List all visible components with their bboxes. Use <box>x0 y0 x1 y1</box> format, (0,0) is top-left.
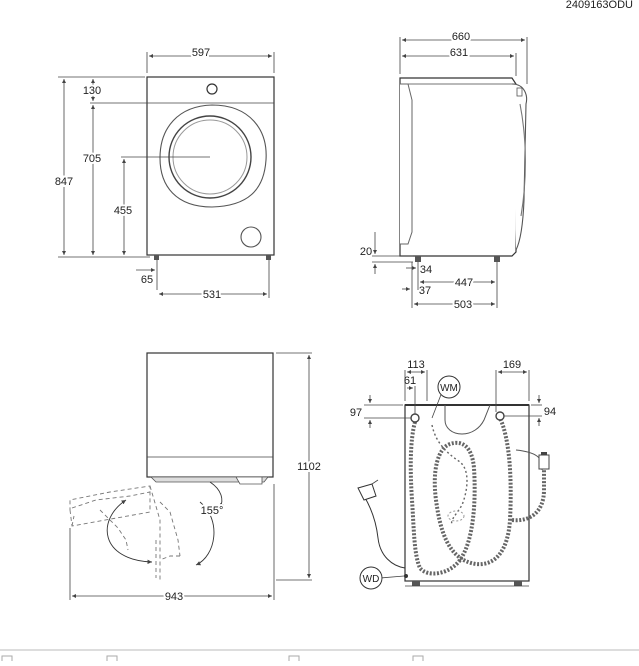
drawing-code: 2409163ODU <box>565 0 633 11</box>
dim-drum-height: 705 <box>83 153 101 165</box>
door-open-view: 155° 1102 943 <box>69 352 323 605</box>
bottom-strip <box>0 649 639 666</box>
power-cable <box>363 495 406 569</box>
side-view: 660 631 20 34 447 37 503 <box>360 29 528 313</box>
power-plug-icon <box>357 483 377 501</box>
dim-front-width: 597 <box>192 47 210 59</box>
filter-cap <box>240 226 262 248</box>
dim-inlet-offset: 113 <box>407 359 425 371</box>
dim-top-offset: 130 <box>83 85 101 97</box>
dim-total-height: 847 <box>55 176 73 188</box>
inlet-valve-icon <box>410 413 420 423</box>
side-foot-front <box>494 256 500 262</box>
foot-right <box>266 255 271 260</box>
dim-foot-span: 447 <box>455 277 473 289</box>
side-body <box>399 77 517 257</box>
dim-foot-offset: 37 <box>419 285 431 297</box>
dim-base-depth: 503 <box>454 299 472 311</box>
dim-foot-height: 20 <box>360 246 372 258</box>
label-wm: WM <box>440 383 458 394</box>
dim-door-height: 455 <box>114 205 132 217</box>
rear-bump <box>400 83 413 245</box>
label-wd: WD <box>363 574 380 585</box>
top-body <box>146 352 274 478</box>
program-knob <box>206 83 218 95</box>
side-foot-rear <box>415 256 421 262</box>
dim-foot-depth: 65 <box>141 274 153 286</box>
drain-hose-end-icon <box>538 454 550 470</box>
dim-foot-inset: 34 <box>420 264 432 276</box>
dim-open-depth: 943 <box>165 591 183 603</box>
dim-drain-offset: 169 <box>503 359 521 371</box>
drain-outlet-icon <box>495 411 505 421</box>
dim-open-height: 1102 <box>297 461 321 473</box>
rear-body <box>404 404 530 582</box>
front-view: 597 847 130 705 455 65 531 <box>53 45 275 303</box>
dim-feet-span: 531 <box>203 289 221 301</box>
dim-side-depth: 660 <box>452 31 470 43</box>
rear-view: 113 61 169 97 94 WM <box>350 359 556 590</box>
dim-body-depth: 631 <box>450 47 468 59</box>
dim-inlet-inner: 61 <box>404 375 416 387</box>
dim-door-angle: 155° <box>201 505 224 517</box>
dim-inlet-height: 97 <box>350 407 362 419</box>
dim-drain-height: 94 <box>544 406 556 418</box>
foot-left <box>154 255 159 260</box>
